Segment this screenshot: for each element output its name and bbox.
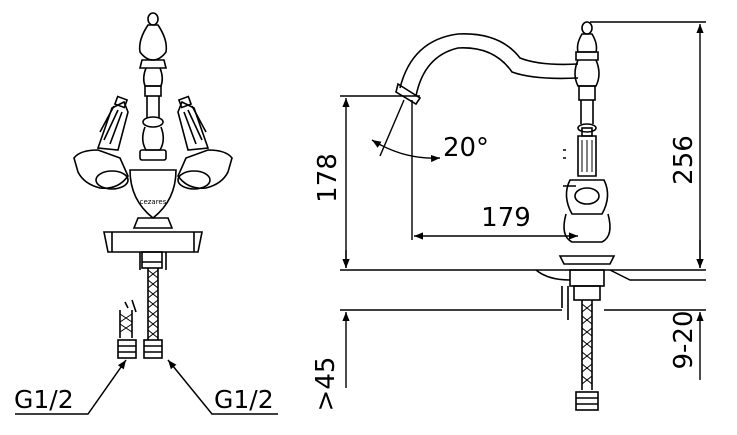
front-view xyxy=(73,12,233,359)
dimension-lines xyxy=(340,21,706,388)
dim-counter-thickness: 9-20 xyxy=(669,310,699,369)
connection-leaders xyxy=(15,359,278,415)
dim-height-spout: 178 xyxy=(313,153,343,203)
side-view xyxy=(395,21,616,411)
dim-reach: 179 xyxy=(481,203,531,233)
countertop xyxy=(340,269,706,311)
connection-label-right: G1/2 xyxy=(214,385,274,414)
brand-mark: cezares xyxy=(140,198,167,206)
dim-height-overall: 256 xyxy=(669,135,699,185)
connection-label-left: G1/2 xyxy=(14,385,74,414)
dim-swivel-angle: 20° xyxy=(443,133,489,163)
dim-hole-diameter: >45 xyxy=(311,357,341,412)
